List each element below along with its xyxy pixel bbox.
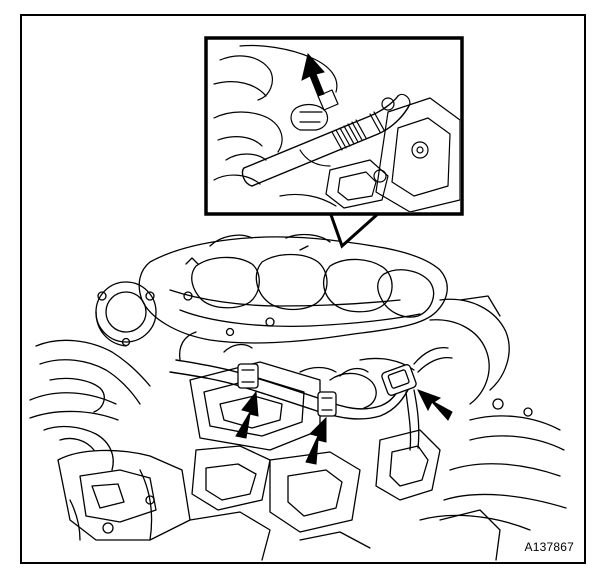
inset-hose-corrugation: [331, 119, 367, 151]
hose-clip-arrow-middle: [305, 416, 327, 465]
inset-arrow: [301, 52, 325, 97]
figure-code: A137867: [524, 540, 574, 554]
hose-clip-arrow-left: [235, 390, 259, 439]
inset-pointer: [328, 210, 382, 249]
intake-plenum: [138, 236, 448, 344]
engine-main-view: [29, 233, 567, 561]
inset-detail-view: [204, 36, 464, 249]
sensor-connector: [381, 346, 453, 451]
hose-clip-middle: [317, 391, 337, 417]
left-hose: [35, 339, 151, 387]
hose-clip-left: [237, 363, 259, 389]
connector-arrow-right: [416, 389, 453, 421]
throttle-body: [95, 281, 157, 343]
